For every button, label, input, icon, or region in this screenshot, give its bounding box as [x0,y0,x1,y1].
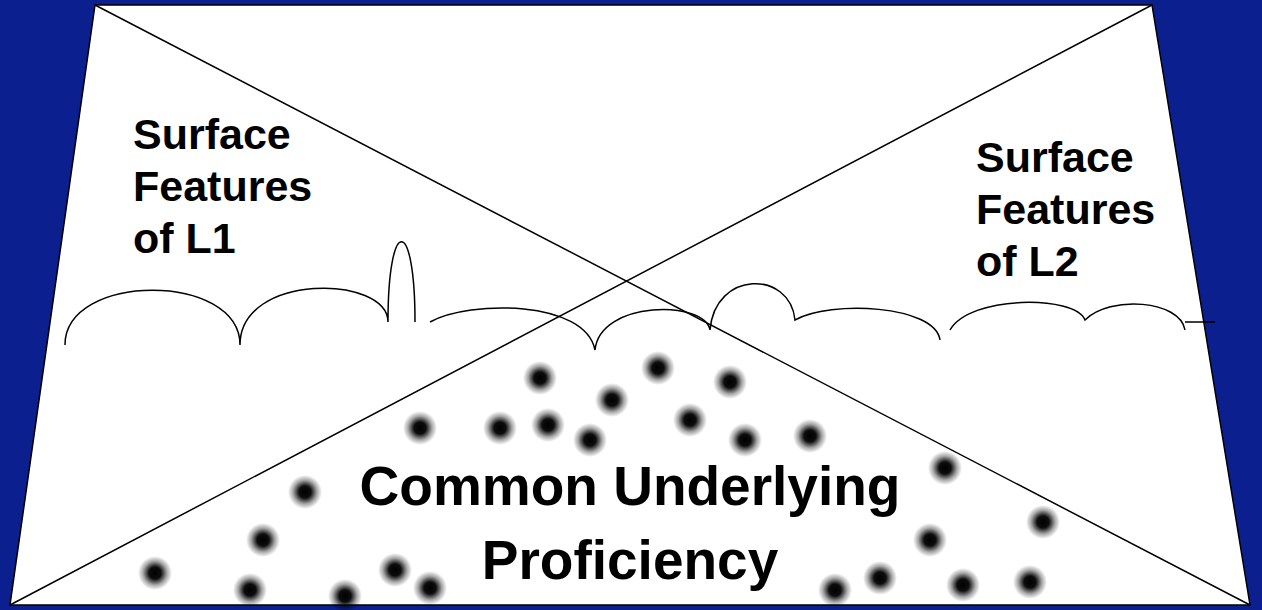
proficiency-dot [523,361,557,395]
white-panel [10,5,1250,605]
label-holder: Surface Features of L2 [976,131,1186,287]
proficiency-dot [413,571,447,605]
proficiency-dot [288,475,322,509]
iceberg-edge [10,5,1152,605]
proficiency-dot [246,523,280,557]
proficiency-dot [863,561,897,595]
proficiency-dot [328,579,362,610]
proficiency-dot [673,403,707,437]
proficiency-dot [233,573,267,607]
proficiency-dot [378,553,412,587]
surface-label: Surface Features of L2 [976,131,1186,287]
proficiency-dot [1026,505,1060,539]
iceberg-edge [95,5,1250,605]
proficiency-dot [531,408,565,442]
surface-label: Surface Features of L1 [133,108,343,264]
proficiency-dot [793,419,827,453]
proficiency-dot [728,423,762,457]
dot-group [138,351,1060,610]
proficiency-dot [1013,565,1047,599]
proficiency-dot [946,568,980,602]
proficiency-dot [403,411,437,445]
proficiency-dot [818,573,852,607]
proficiency-dot [713,365,747,399]
proficiency-dot [913,523,947,557]
proficiency-dot [573,423,607,457]
core-label: Common Underlying Proficiency [320,449,940,597]
label-holder: Surface Features of L1 [133,108,343,264]
proficiency-dot [483,411,517,445]
label-holder: Common Underlying Proficiency [320,449,940,597]
proficiency-dot [928,451,962,485]
proficiency-dot [138,556,172,590]
proficiency-dot [641,351,675,385]
proficiency-dot [595,383,629,417]
